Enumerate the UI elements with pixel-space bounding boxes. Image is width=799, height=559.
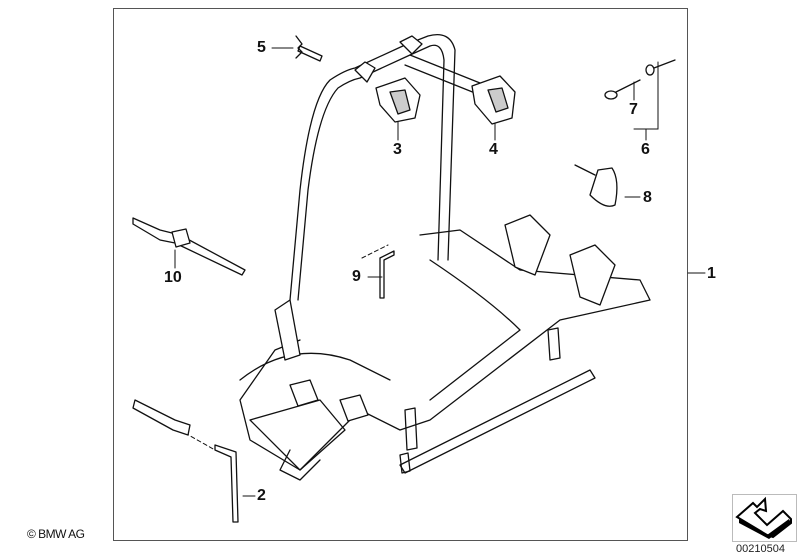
rack-frame — [239, 33, 651, 481]
part-label-10: 10 — [164, 269, 182, 286]
part-label-6: 6 — [641, 141, 650, 158]
part-label-1: 1 — [707, 265, 716, 282]
lock-cylinder — [132, 399, 191, 436]
strap-part-10 — [132, 217, 246, 276]
part-label-8: 8 — [643, 189, 652, 206]
allen-key-part-2 — [214, 444, 239, 523]
copyright-text: © BMW AG — [27, 527, 85, 541]
document-number: 00210504 — [736, 543, 785, 555]
part-label-5: 5 — [257, 39, 266, 56]
bolt-part-6 — [645, 59, 676, 76]
part-label-4: 4 — [489, 141, 498, 158]
part-label-3: 3 — [393, 141, 402, 158]
wing-bolt-part-5 — [295, 35, 323, 62]
leader-lines — [174, 47, 706, 497]
diagram-frame — [113, 8, 688, 541]
part-label-7: 7 — [629, 101, 638, 118]
key-part-7 — [604, 79, 641, 100]
part-label-2: 2 — [257, 487, 266, 504]
part-label-9: 9 — [352, 268, 361, 285]
strap-loop-part-8 — [574, 164, 618, 207]
orientation-arrow-icon — [732, 494, 797, 542]
